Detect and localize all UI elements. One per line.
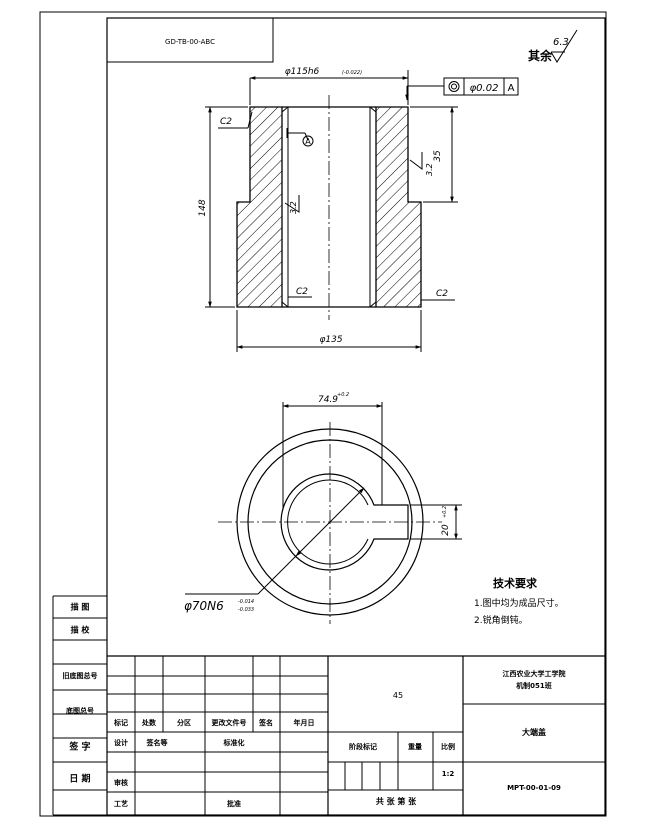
svg-text:φ70N6: φ70N6 xyxy=(184,599,224,613)
svg-text:20: 20 xyxy=(441,524,451,536)
dim-bore: φ70N6 -0.014 -0.033 xyxy=(184,487,365,613)
svg-text:+0.2: +0.2 xyxy=(442,506,448,518)
svg-text:描 图: 描 图 xyxy=(71,602,90,612)
svg-text:6.3: 6.3 xyxy=(553,37,569,48)
svg-text:机制051班: 机制051班 xyxy=(516,681,552,690)
svg-text:技术要求: 技术要求 xyxy=(493,576,538,590)
svg-text:工艺: 工艺 xyxy=(114,799,128,808)
svg-text:签 字: 签 字 xyxy=(68,741,90,753)
svg-text:φ115h6: φ115h6 xyxy=(285,67,320,77)
svg-text:+0.2: +0.2 xyxy=(337,392,349,398)
svg-text:3.2: 3.2 xyxy=(425,163,434,176)
svg-text:更改文件号: 更改文件号 xyxy=(212,718,247,727)
svg-text:分区: 分区 xyxy=(177,718,191,727)
svg-text:C2: C2 xyxy=(296,287,308,297)
svg-text:批准: 批准 xyxy=(227,799,241,808)
svg-text:φ135: φ135 xyxy=(319,335,342,345)
svg-text:C2: C2 xyxy=(220,117,232,127)
dim-key-width-top: 74.9 +0.2 xyxy=(282,392,383,510)
svg-text:审核: 审核 xyxy=(114,778,128,787)
svg-text:1.图中均为成品尺寸。: 1.图中均为成品尺寸。 xyxy=(474,597,564,609)
svg-text:标记: 标记 xyxy=(113,718,128,727)
svg-text:φ0.02: φ0.02 xyxy=(470,83,499,94)
svg-text:-0.033: -0.033 xyxy=(238,607,254,613)
svg-text:签名: 签名 xyxy=(258,718,273,727)
title-block: 标记 处数 分区 更改文件号 签名 年月日 设计 签名等 标准化 审核 工艺 批… xyxy=(107,655,605,815)
svg-text:-0.014: -0.014 xyxy=(238,599,254,605)
surface-finish-note: 其余 6.3 xyxy=(528,29,578,63)
svg-text:35: 35 xyxy=(433,150,443,162)
outer-border xyxy=(39,11,607,817)
svg-text:处数: 处数 xyxy=(141,718,157,727)
svg-text:底图总号: 底图总号 xyxy=(66,706,94,715)
dim-top-bore: φ115h6 (-0.022) xyxy=(249,67,409,105)
svg-text:A: A xyxy=(305,137,311,146)
svg-text:C2: C2 xyxy=(436,289,448,299)
svg-text:大端盖: 大端盖 xyxy=(522,727,546,737)
svg-text:1:2: 1:2 xyxy=(442,770,455,778)
side-label-column: 描 图 描 校 旧底图总号 底图总号 签 字 日 期 xyxy=(52,595,107,816)
svg-text:74.9: 74.9 xyxy=(318,395,338,405)
svg-text:148: 148 xyxy=(198,199,208,216)
svg-text:标准化: 标准化 xyxy=(223,738,245,747)
svg-text:签名等: 签名等 xyxy=(146,738,168,747)
svg-text:比例: 比例 xyxy=(441,742,455,751)
svg-text:描 校: 描 校 xyxy=(71,625,91,635)
dim-height: 148 xyxy=(198,106,248,308)
concentricity-tolerance-frame: φ0.02 A xyxy=(405,77,519,101)
dim-outer-diameter: φ135 xyxy=(236,310,422,352)
svg-text:重量: 重量 xyxy=(408,742,422,751)
svg-text:GD-TB-00-ABC: GD-TB-00-ABC xyxy=(165,38,215,46)
svg-text:45: 45 xyxy=(393,691,403,700)
svg-text:3.2: 3.2 xyxy=(289,201,298,214)
svg-text:2.锐角倒钝。: 2.锐角倒钝。 xyxy=(474,614,528,626)
svg-text:A: A xyxy=(508,83,515,94)
dim-step-height: 35 xyxy=(410,106,458,203)
svg-text:共 张 第 张: 共 张 第 张 xyxy=(376,796,417,806)
svg-text:阶段标记: 阶段标记 xyxy=(349,742,377,751)
section-view: A 3.2 3.2 xyxy=(236,95,434,320)
svg-text:(-0.022): (-0.022) xyxy=(342,70,362,76)
dim-key-slot: 20 +0.2 xyxy=(410,504,462,540)
technical-requirements: 技术要求 1.图中均为成品尺寸。 2.锐角倒钝。 xyxy=(474,576,564,626)
svg-text:年月日: 年月日 xyxy=(294,718,315,727)
svg-text:日 期: 日 期 xyxy=(69,773,90,785)
drawing-code-box: GD-TB-00-ABC xyxy=(106,17,274,63)
svg-text:旧底图总号: 旧底图总号 xyxy=(63,671,98,680)
svg-text:江西农业大学工学院: 江西农业大学工学院 xyxy=(503,669,566,678)
svg-text:设计: 设计 xyxy=(114,738,128,747)
svg-text:其余: 其余 xyxy=(528,48,553,63)
chamfer-labels: C2 C2 C2 xyxy=(218,111,455,301)
svg-text:MPT-00-01-09: MPT-00-01-09 xyxy=(507,784,561,792)
